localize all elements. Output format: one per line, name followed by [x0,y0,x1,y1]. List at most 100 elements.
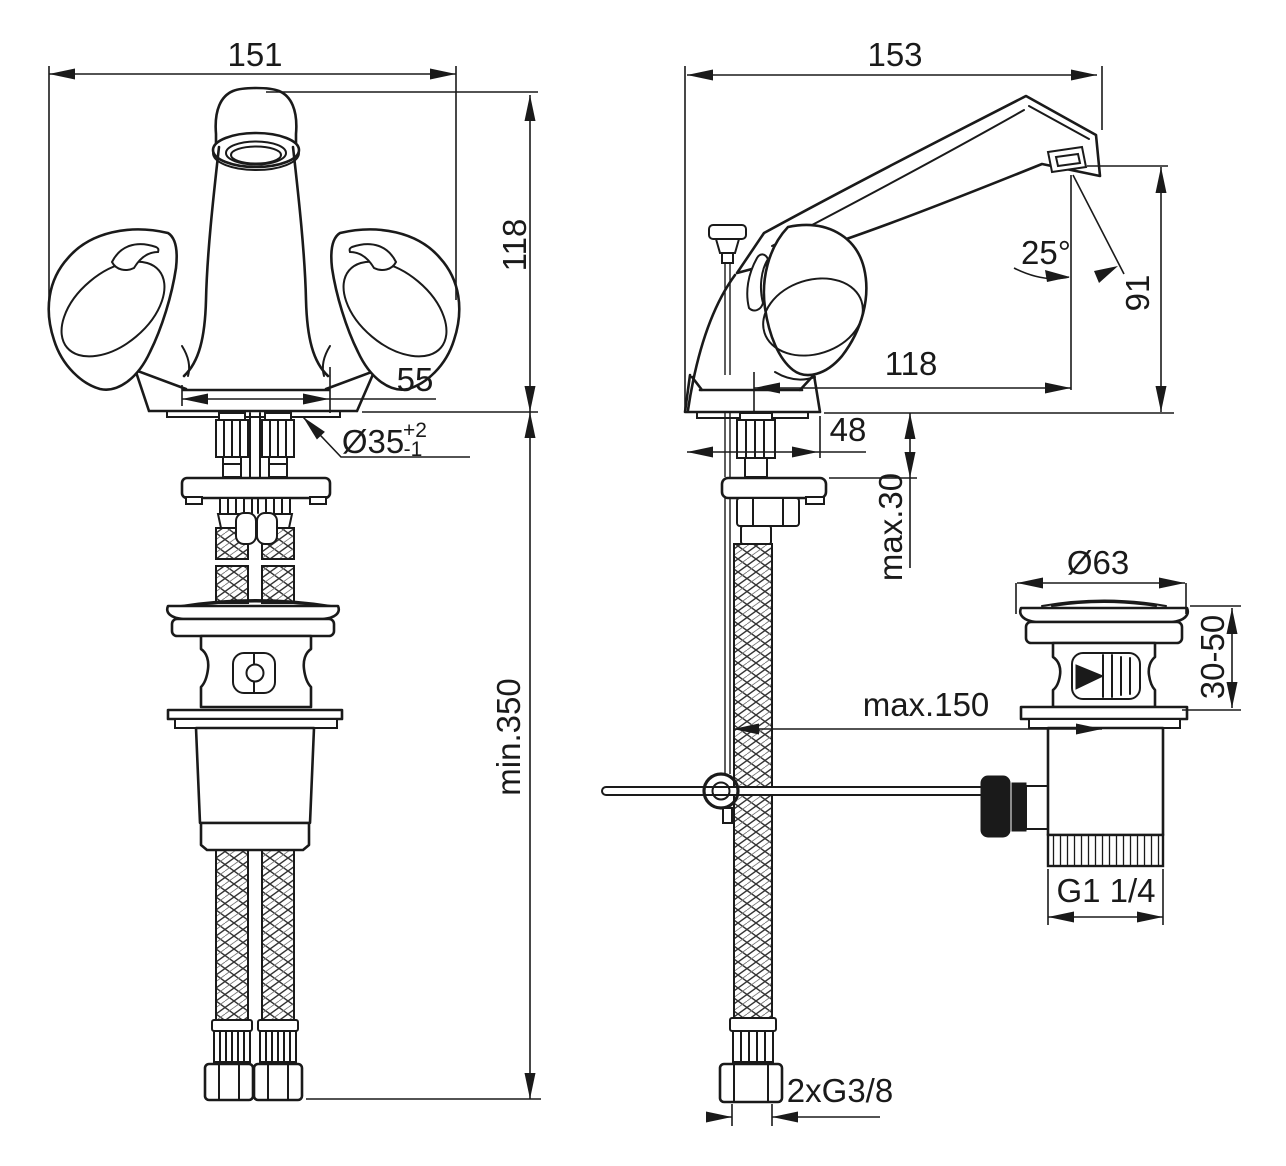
hose-crimp-collar [729,1017,777,1032]
dim-waste-flange-diameter: Ø63 [1015,544,1187,614]
dim-label: Ø35 [342,423,404,460]
fixing-nut-side [736,497,800,527]
waste-plug-dome-side [1041,599,1167,607]
faucet-front [47,86,461,418]
handle-side-crease [746,253,770,312]
arrowhead [182,393,208,405]
clamp-tab [722,807,733,824]
dim-min-hose-length: min.350 [306,412,541,1100]
arrowhead [792,446,818,458]
dim-base-depth: 48 [687,411,866,458]
pop-up-waste-front [165,599,344,852]
hose-braid-segment [261,565,295,604]
waste-tailpipe [1046,726,1165,837]
arrowhead [904,413,916,439]
handle-side [762,223,868,377]
side-view: 153 91 25° 118 [601,36,1241,1126]
hose-nut [718,1062,784,1104]
waste-flange-side [1018,606,1190,624]
washer-plate-side [720,476,828,500]
dim-outlet-height: 91 [824,165,1174,414]
dim-label: max.30 [872,473,909,581]
dim-label: 25° [1021,234,1071,271]
hose-crimp-collar [211,1019,253,1032]
arrowhead [1017,577,1043,589]
rod-coupling [235,512,257,545]
body-front-edge [686,273,737,412]
shank-cap [264,412,292,421]
handle-left [47,228,179,391]
pull-rod [724,263,731,375]
arrowhead [687,69,713,81]
arrowhead [706,1111,732,1123]
mounting-hardware-front [180,412,332,545]
lever-rod [601,786,986,796]
waste-lever-arm [1075,664,1105,690]
dim-label: min.350 [490,678,527,795]
arrowhead [524,1073,536,1099]
dim-base-width: 55 [181,361,436,413]
handle-side-recess [762,277,864,357]
rod-coupling [256,512,278,545]
arrowhead [1226,682,1238,708]
horseshoe-washer [180,476,332,500]
handle-left-recess [60,260,166,358]
dim-hole-diameter: Ø35 +2 -1 [302,416,470,461]
aerator-ring-inner [230,145,282,165]
dim-waste-outlet-thread: G1 1/4 [1047,869,1164,925]
hose-fitting [740,525,772,545]
handle-left-crease [110,243,160,271]
spout-top-front [214,86,298,148]
arrowhead [1045,382,1071,394]
pop-up-waste-side [1018,599,1190,868]
front-view: 151 118 min.350 55 Ø35 +2 -1 [47,36,541,1102]
dim-label: G1 1/4 [1056,872,1155,909]
arrowhead [1155,386,1167,412]
arrowhead [524,95,536,121]
pull-rod-lower [724,413,731,774]
hose-braid-segment [215,849,249,1021]
arrowhead [1094,266,1118,283]
arrowhead [1159,577,1185,589]
faucet-side [683,94,1102,774]
dim-spout-reach: 118 [753,345,1071,412]
hose-crimp-collar [257,1019,299,1032]
arrowhead [49,68,75,80]
arrowhead [1071,69,1097,81]
dim-label: 30-50 [1194,615,1231,699]
arrowhead [772,1111,798,1123]
body-edge-left [182,145,221,378]
dim-side-depth: 153 [684,36,1103,410]
rod-clamp-ring [702,772,740,810]
shank-cap [218,412,246,421]
dim-spout-angle: 25° [1013,174,1125,390]
handle-right-crease [348,243,398,271]
dim-label: 118 [885,345,938,382]
pop-up-linkage [601,772,1049,838]
dim-max-deck-thickness: max.30 [829,413,917,581]
hose-braid-segment [261,849,295,1021]
hose-nut [252,1062,304,1102]
dim-label: 153 [867,36,922,73]
arrowhead [1137,911,1163,923]
dim-label: 48 [830,411,867,448]
dim-label: max.150 [863,686,990,723]
arrowhead [1076,723,1102,735]
waste-lower-flange-side [1019,705,1189,721]
arrowhead [524,386,536,412]
pop-up-rod-front [249,412,261,478]
arrowhead [1155,167,1167,193]
waste-outlet-thread [1046,833,1165,868]
dim-label: 118 [496,219,533,272]
arrowhead [754,382,780,394]
dim-label: 55 [397,361,434,398]
base-front [134,370,376,413]
arrowhead [687,446,713,458]
body-edge-right [291,145,330,378]
arrowhead [1045,270,1070,282]
aerator-face [1046,145,1088,174]
arrowhead [303,417,325,440]
dim-front-width: 151 [48,36,457,300]
